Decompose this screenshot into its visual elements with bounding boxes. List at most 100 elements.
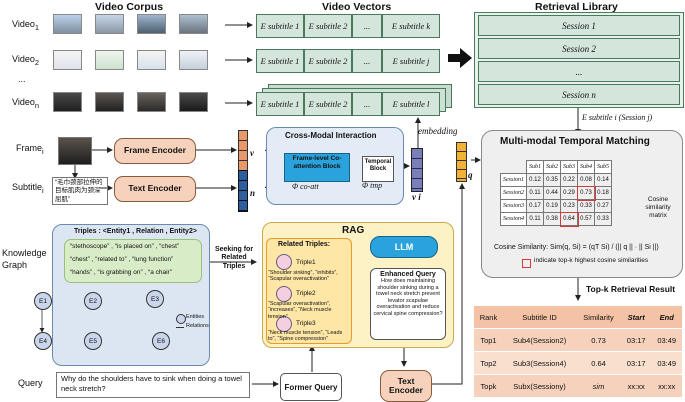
vector-cell: E subtitle l — [382, 92, 440, 116]
matrix-caption: Cosine similarity matrix — [645, 196, 671, 220]
triple-node-icon — [276, 286, 292, 302]
triple-tag: Triple1 — [296, 259, 316, 266]
video-frame — [95, 50, 124, 70]
kg-node: E2 — [84, 292, 102, 310]
frame-thumbnail — [58, 137, 92, 165]
session-2: Session 2 — [478, 38, 680, 59]
query-label: Query — [18, 378, 43, 388]
matrix-cell: 0.11 — [526, 186, 544, 200]
retrieval-library-header: Retrieval Library — [535, 1, 618, 13]
vector-cell: E subtitle 2 — [304, 14, 352, 38]
topk-title: Top-k Retrieval Result — [586, 284, 676, 294]
matrix-col-header: Sub2 — [543, 160, 561, 174]
kg-triple: “stethoscope” , “is placed on” , “chest” — [70, 243, 180, 250]
video-frame — [53, 50, 82, 70]
topk-col-header: Similarity — [576, 306, 621, 329]
subtitle-text-box: “毛巾颈部拉伸的目标肌肉为颈深屈肌” — [52, 177, 108, 205]
video-frame — [137, 92, 166, 112]
cross-modal-title: Cross-Modal Interaction — [285, 131, 377, 140]
entity-legend-icon — [176, 314, 186, 324]
video-frame — [95, 14, 124, 34]
enhanced-query-text: How does maintaining shoulder sinking du… — [373, 278, 443, 317]
video-corpus-header: Video Corpus — [95, 1, 164, 13]
topk-cell: 03:17 — [620, 328, 652, 352]
frame-encoder: Frame Encoder — [114, 138, 196, 164]
phi-tmp-label: Φ tmp — [362, 181, 383, 190]
video-frame — [179, 92, 208, 112]
video-frame — [137, 14, 166, 34]
knowledge-graph-label: Knowledge Graph — [2, 248, 47, 270]
vector-cell: ... — [352, 92, 382, 116]
matrix-cell: 0.33 — [594, 212, 612, 226]
topk-cell: Sub3(Session4) — [502, 351, 577, 375]
topk-cell: 03:49 — [651, 351, 682, 375]
seeking-label: Seeking for Related Triples — [214, 246, 254, 270]
vector-cell: E subtitle 2 — [304, 92, 352, 116]
video-frame — [179, 14, 208, 34]
session-embedding-label: E subtitle i (Session j) — [582, 113, 653, 122]
triple-node-icon — [276, 254, 292, 270]
enhanced-query-box: Enhanced Query How does maintaining shou… — [370, 268, 446, 340]
matrix-cell: 0.38 — [543, 212, 561, 226]
coattention-block: Frame-level Co-attention Block — [284, 153, 350, 182]
matrix-cell: 0.14 — [594, 173, 612, 187]
matrix-cell: 0.11 — [526, 212, 544, 226]
session-1: Session 1 — [478, 15, 680, 36]
matrix-cell: 0.23 — [560, 199, 578, 213]
matrix-cell: 0.33 — [577, 199, 595, 213]
temporal-block: Temporal Block — [362, 156, 394, 182]
kg-node: E5 — [84, 332, 102, 350]
videon-label: Videon — [12, 97, 40, 110]
matrix-cell: 0.18 — [594, 186, 612, 200]
session-ellipsis: ... — [478, 61, 680, 82]
llm-block: LLM — [370, 236, 438, 258]
topk-cell: Subx(Sessiony) — [502, 374, 577, 398]
cosine-formula: Cosine Similarity: Sim(q, Si) = (qT Si) … — [494, 244, 659, 251]
former-query-box: Former Query — [280, 373, 342, 401]
video-frame — [95, 92, 124, 112]
video-ellipsis: ... — [18, 74, 26, 84]
matrix-row-header: Session1 — [500, 173, 527, 187]
embedding-label: embedding — [418, 126, 458, 136]
matrix-cell: 0.17 — [526, 199, 544, 213]
topk-col-header: Start — [620, 306, 652, 329]
topk-cell: Top1 — [474, 328, 503, 352]
related-triples-title: Related Triples: — [278, 241, 331, 248]
video-frame — [53, 14, 82, 34]
triple-tag: Triple3 — [296, 320, 316, 327]
topk-cell: sim — [576, 374, 621, 398]
video-frame — [53, 92, 82, 112]
video-frame — [137, 50, 166, 70]
vector-cell: E subtitle 1 — [256, 49, 304, 73]
matrix-cell: 0.29 — [560, 186, 578, 200]
kg-node: E1 — [34, 292, 52, 310]
matrix-cell-topk: 0.64 — [559, 211, 579, 227]
kg-triple: “chest” , “related to” , “lung function” — [70, 256, 174, 263]
topk-cell: Sub4(Session2) — [502, 328, 577, 352]
topk-cell: 0.64 — [576, 351, 621, 375]
vector-cell: E subtitle 1 — [256, 92, 304, 116]
matrix-row-header: Session3 — [500, 199, 527, 213]
text-encoder: Text Encoder — [114, 176, 196, 202]
matrix-cell: 0.27 — [594, 199, 612, 213]
enhanced-query-title: Enhanced Query — [380, 271, 436, 278]
query-box: Why do the shoulders have to sink when d… — [56, 372, 250, 398]
matrix-cell: 0.22 — [560, 173, 578, 187]
topk-legend-text: indicate top-k highest cosine similariti… — [534, 257, 649, 264]
phi-coattn-label: Φ co-att — [292, 182, 319, 191]
topk-legend-swatch — [522, 259, 531, 268]
kg-node: E3 — [146, 290, 164, 308]
matrix-col-header: Sub1 — [526, 160, 544, 174]
triple-node-icon — [276, 316, 292, 332]
topk-col-header: Rank — [474, 306, 503, 329]
frame-label: Framei — [16, 143, 44, 156]
matrix-cell: 0.19 — [543, 199, 561, 213]
matrix-cell: 0.12 — [526, 173, 544, 187]
vector-cell: E subtitle k — [382, 14, 440, 38]
related-triple-text: “Shoulder sinking”, “inhibits”, “Scapula… — [268, 270, 338, 283]
text-encoder-query: Text Encoder — [380, 370, 432, 402]
matrix-col-header: Sub3 — [560, 160, 578, 174]
video2-label: Video2 — [12, 54, 40, 67]
vector-cell: ... — [352, 49, 382, 73]
vector-cell: E subtitle j — [382, 49, 440, 73]
